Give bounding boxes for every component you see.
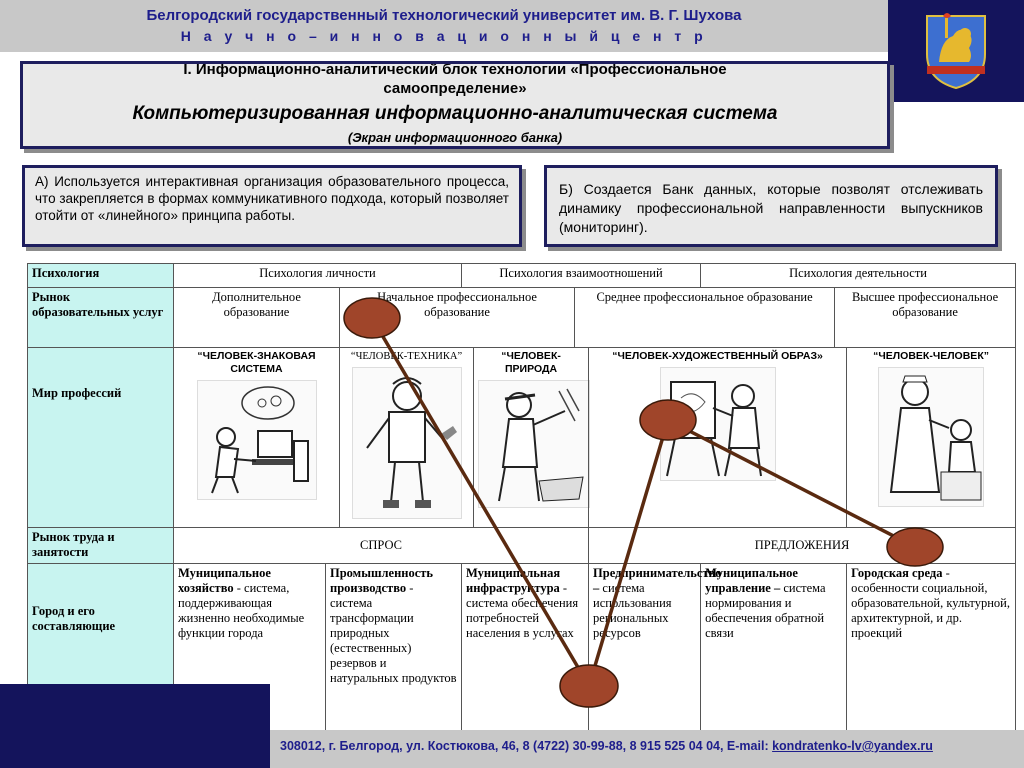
city-industry: Промышленность производство - система тр… bbox=[324, 563, 463, 732]
psychology-activity: Психология деятельности bbox=[700, 263, 1017, 288]
profession-sign-system: “ЧЕЛОВЕК-ЗНАКОВАЯ СИСТЕМА bbox=[173, 347, 340, 528]
footer-contacts: 308012, г. Белгород, ул. Костюкова, 46, … bbox=[280, 739, 1020, 754]
profession-artistic-image: “ЧЕЛОВЕК-ХУДОЖЕСТВЕННЫЙ ОБРАЗ» bbox=[588, 347, 848, 528]
profession-artistic-image-title: “ЧЕЛОВЕК-ХУДОЖЕСТВЕННЫЙ ОБРАЗ» bbox=[612, 350, 823, 362]
computer-user-illustration bbox=[196, 380, 317, 500]
city-municipal-economy-text: - система, поддерживающая жизненно необх… bbox=[178, 581, 305, 640]
coat-of-arms-lion-icon bbox=[926, 13, 986, 90]
profession-sign-system-title: “ЧЕЛОВЕК-ЗНАКОВАЯ СИСТЕМА bbox=[197, 350, 316, 375]
city-urban-environment-text: - особенности социальной, образовательно… bbox=[851, 566, 1010, 640]
row-label-education-market: Рынок образовательных услуг bbox=[27, 287, 174, 348]
university-name: Белгородский государственный технологиче… bbox=[146, 7, 742, 24]
center-name: Н а у ч н о – и н н о в а ц и о н н ы й … bbox=[180, 28, 708, 44]
education-primary-vocational: Начальное профессиональное образование bbox=[338, 287, 576, 348]
profession-nature: “ЧЕЛОВЕК-ПРИРОДА bbox=[473, 347, 591, 528]
city-infrastructure: Муниципальная инфраструктура - система о… bbox=[461, 563, 590, 732]
profession-human-title: “ЧЕЛОВЕК-ЧЕЛОВЕК” bbox=[873, 350, 989, 362]
city-infrastructure-title: Муниципальная инфраструктура bbox=[466, 566, 561, 595]
block-title-line1: I. Информационно-аналитический блок техн… bbox=[183, 61, 727, 78]
note-b: Б) Создается Банк данных, которые позвол… bbox=[544, 165, 998, 247]
footer-address: 308012, г. Белгород, ул. Костюкова, 46, … bbox=[280, 739, 773, 753]
city-urban-environment-title: Городская среда bbox=[851, 566, 943, 580]
city-municipal-management-title: Муниципальное управление – bbox=[705, 566, 798, 595]
psychology-relationships: Психология взаимоотношений bbox=[461, 263, 702, 288]
system-title: Компьютеризированная информационно-анали… bbox=[132, 103, 778, 124]
city-entrepreneurship: Предпринимательство – система использова… bbox=[588, 563, 721, 732]
city-municipal-economy-title: Муниципальное хозяйство bbox=[178, 566, 271, 595]
row-label-labor-market: Рынок труда и занятости bbox=[27, 527, 174, 564]
doctor-illustration bbox=[878, 367, 985, 507]
psychology-personality: Психология личности bbox=[172, 263, 463, 288]
footer-email-link[interactable]: kondratenko-lv@yandex.ru bbox=[772, 739, 933, 753]
labor-demand: СПРОС bbox=[172, 527, 590, 564]
profession-technology: “ЧЕЛОВЕК-ТЕХНИКА” bbox=[338, 347, 475, 528]
city-municipal-management: Муниципальное управление – система норми… bbox=[700, 563, 848, 732]
row-label-professions: Мир профессий bbox=[27, 347, 174, 528]
screen-caption: (Экран информационного банка) bbox=[347, 130, 563, 145]
main-title-box: I. Информационно-аналитический блок техн… bbox=[20, 61, 890, 149]
footer-dark-panel bbox=[0, 684, 270, 768]
city-industry-title: Промышленность производство bbox=[330, 566, 434, 595]
city-entrepreneurship-text: система использования региональных ресур… bbox=[593, 581, 672, 640]
education-higher: Высшее профессиональное образование bbox=[834, 287, 1017, 348]
farmer-illustration bbox=[478, 380, 591, 508]
footer-bar bbox=[270, 730, 1024, 768]
city-municipal-management-text: система нормирования и обеспечения обрат… bbox=[705, 581, 826, 640]
profession-nature-title: “ЧЕЛОВЕК-ПРИРОДА bbox=[501, 350, 561, 375]
city-urban-environment: Городская среда - особенности социальной… bbox=[846, 563, 1017, 732]
labor-supply: ПРЕДЛОЖЕНИЯ bbox=[588, 527, 1017, 564]
profession-human: “ЧЕЛОВЕК-ЧЕЛОВЕК” bbox=[846, 347, 1017, 528]
row-label-psychology: Психология bbox=[27, 263, 174, 288]
note-a: А) Используется интерактивная организаци… bbox=[22, 165, 522, 247]
city-industry-text: - система трансформации природных (естес… bbox=[330, 581, 457, 685]
painter-illustration bbox=[659, 367, 776, 481]
education-secondary-vocational: Среднее профессиональное образование bbox=[574, 287, 836, 348]
profession-technology-title: “ЧЕЛОВЕК-ТЕХНИКА” bbox=[350, 351, 463, 362]
mechanic-illustration bbox=[351, 367, 462, 519]
emblem-panel bbox=[888, 0, 1024, 102]
header-bar bbox=[0, 0, 888, 52]
information-bank-table: Психология Психология личности Психологи… bbox=[27, 263, 1017, 732]
block-title-line2: самоопределение» bbox=[383, 80, 527, 97]
education-additional: Дополнительное образование bbox=[173, 287, 340, 348]
